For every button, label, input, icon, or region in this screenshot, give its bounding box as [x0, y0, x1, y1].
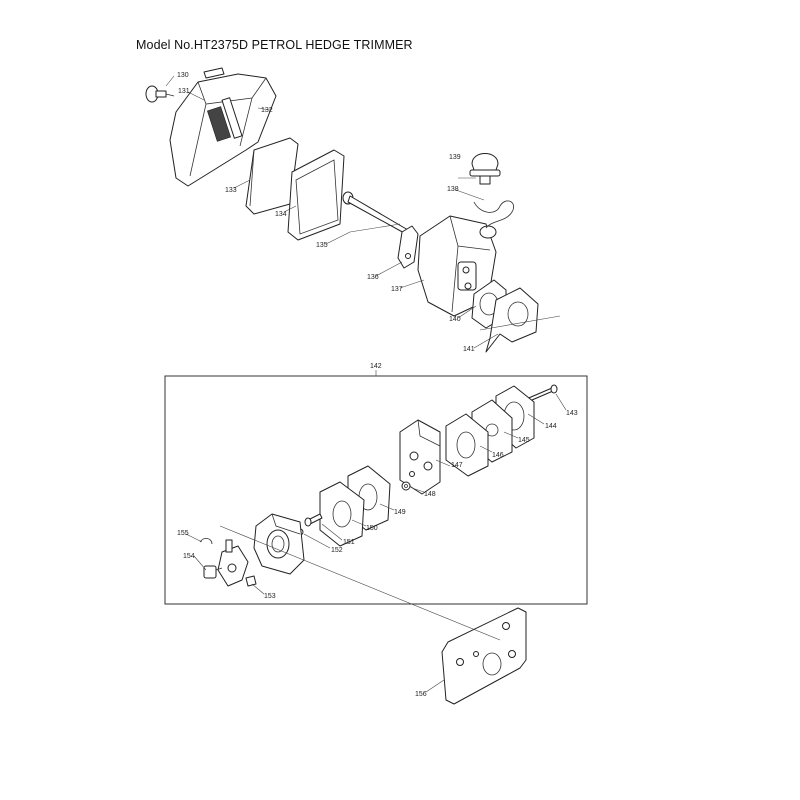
callout-133: 133 [225, 187, 237, 194]
pump-body [399, 419, 441, 495]
air-cleaner-case [417, 215, 497, 317]
leader-lines [165, 75, 567, 693]
callout-155: 155 [177, 530, 189, 537]
clip-155 [199, 538, 213, 545]
callout-156: 156 [415, 691, 427, 698]
callout-143: 143 [566, 410, 578, 417]
inlet-needle-part [401, 481, 411, 491]
bracket [397, 225, 419, 269]
assembly-axis-line [479, 315, 561, 331]
carburetor-insulator-gasket [441, 607, 527, 705]
callout-130: 130 [177, 72, 189, 79]
air-cleaner-cover [169, 67, 277, 187]
callout-147: 147 [451, 462, 463, 469]
callout-131: 131 [178, 88, 190, 95]
callout-136: 136 [367, 274, 379, 281]
callout-145: 145 [518, 437, 530, 444]
callout-142: 142 [370, 363, 382, 370]
callout-151: 151 [343, 539, 355, 546]
knob-screw [145, 85, 175, 103]
insulator-141 [485, 287, 539, 353]
filter-plate [287, 149, 345, 241]
callout-137: 137 [391, 286, 403, 293]
metering-gasket [319, 481, 365, 547]
callout-135: 135 [316, 242, 328, 249]
callout-149: 149 [394, 509, 406, 516]
pump-gasket [445, 413, 489, 477]
callout-146: 146 [492, 452, 504, 459]
callout-139: 139 [449, 154, 461, 161]
callout-150: 150 [366, 525, 378, 532]
callout-138: 138 [447, 186, 459, 193]
assembly-axis-line [219, 525, 501, 641]
diagram-title: Model No.HT2375D PETROL HEDGE TRIMMER [136, 38, 413, 52]
callout-152: 152 [331, 547, 343, 554]
callout-144: 144 [545, 423, 557, 430]
callout-153: 153 [264, 593, 276, 600]
callout-148: 148 [424, 491, 436, 498]
callout-154: 154 [183, 553, 195, 560]
fuel-tube [473, 200, 514, 229]
screw-151 [304, 513, 323, 527]
throttle-lever [217, 539, 257, 587]
carburetor-body [253, 513, 305, 575]
adjust-screw-154 [203, 565, 223, 579]
callout-140: 140 [449, 316, 461, 323]
primer-pump [469, 153, 501, 185]
callout-134: 134 [275, 211, 287, 218]
callout-141: 141 [463, 346, 475, 353]
callout-132: 132 [261, 107, 273, 114]
callout-labels: 130 131 132 133 134 135 136 137 138 139 … [177, 72, 578, 698]
